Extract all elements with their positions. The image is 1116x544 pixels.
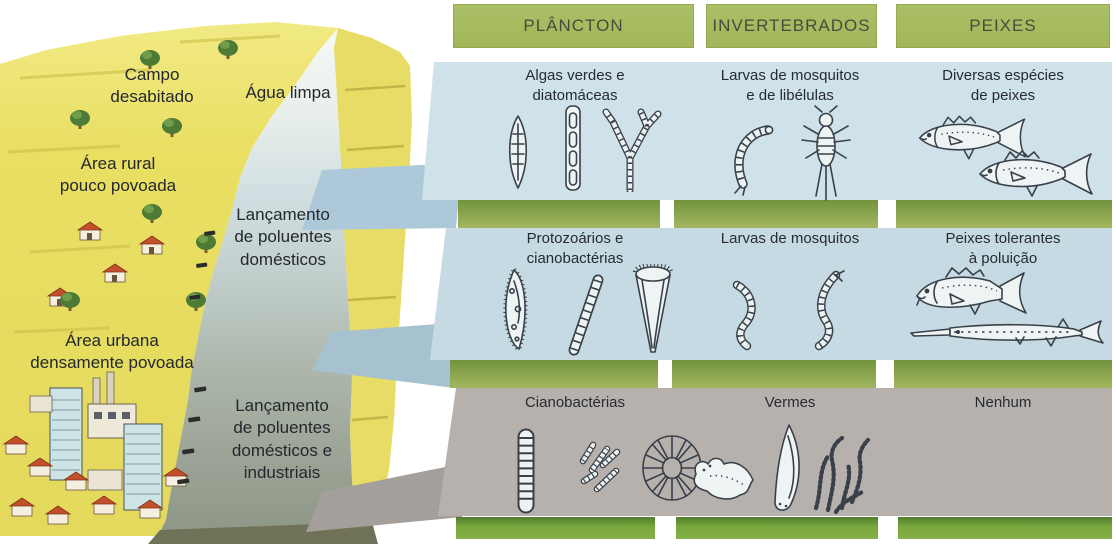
paramecium-icon <box>503 265 528 353</box>
river-label-poluentes-domesticos: Lançamento de poluentes domésticos <box>234 205 332 269</box>
separator-row1-row2-col1 <box>458 200 660 228</box>
zone-label-urbana: Área urbana densamente povoada <box>30 331 194 373</box>
bottom-strip-col2 <box>676 517 878 539</box>
filamentous-green-alga-icon <box>565 105 581 191</box>
zone-label-rural: Área rural pouco povoada <box>59 154 177 196</box>
flatworm-icon <box>693 457 754 500</box>
fish-icon <box>979 150 1093 197</box>
land-area <box>0 22 338 536</box>
column-header-invertebrados: INVERTEBRADOS <box>706 4 877 48</box>
cell-label-r3-peixes: Nenhum <box>974 394 1032 411</box>
leech-icon <box>774 424 800 511</box>
river <box>150 28 370 544</box>
river-label-agua-limpa: Água limpa <box>245 83 331 102</box>
cell-label-r2-invertebrados: Larvas de mosquitos <box>720 230 860 247</box>
tubifex-worms-icon <box>813 435 871 515</box>
river-right-bank <box>334 28 412 528</box>
cell-label-r1-invertebrados: Larvas de mosquitos e de libélulas <box>720 67 860 104</box>
midge-larva-icon <box>722 276 770 352</box>
separator-row2-row3-col2 <box>672 360 876 388</box>
separator-row1-row2-col3 <box>896 200 1112 228</box>
branched-green-alga-icon <box>600 108 664 192</box>
cyanobacteria-filament-icon <box>560 272 612 358</box>
separator-row1-row2-col2 <box>674 200 878 228</box>
field-streaks <box>7 34 281 334</box>
diatom-icon <box>509 115 527 189</box>
mosquito-larva-icon <box>722 120 774 196</box>
outfall-pipes <box>177 230 216 485</box>
bottom-strip-col1 <box>456 517 655 539</box>
rural-houses <box>46 221 166 307</box>
zone-label-campo: Campo desabitado <box>110 65 194 107</box>
gar-fish-icon <box>910 318 1104 347</box>
separator-row2-row3-col3 <box>894 360 1112 388</box>
urban-buildings <box>2 371 190 525</box>
dragonfly-larva-icon <box>801 105 851 201</box>
connector-domestic <box>312 322 464 388</box>
stentor-protozoan-icon <box>633 264 673 353</box>
cell-label-r1-peixes: Diversas espécies de peixes <box>942 67 1064 104</box>
cell-label-r3-invertebrados: Vermes <box>764 394 816 411</box>
bottom-strip-col3 <box>898 517 1112 539</box>
cell-label-r2-peixes: Peixes tolerantes à poluição <box>945 230 1061 267</box>
bacteria-rods-icon <box>572 436 628 508</box>
fish-icon <box>918 115 1027 160</box>
column-header-plancton: PLÂNCTON <box>453 4 694 48</box>
separator-row2-row3-col1 <box>450 360 658 388</box>
cell-label-r2-plancton: Protozoários e cianobactérias <box>526 230 624 267</box>
cell-label-r1-plancton: Algas verdes e diatomáceas <box>525 67 625 104</box>
cell-label-r3-plancton: Cianobactérias <box>524 394 626 411</box>
band-domestic-pollution <box>430 228 1112 360</box>
midge-larva-icon <box>792 270 845 352</box>
river-label-poluentes-industriais: Lançamento de poluentes domésticos e ind… <box>231 396 333 483</box>
connector-clean-water <box>302 163 462 230</box>
connector-industrial <box>306 462 470 532</box>
carp-icon <box>916 267 1027 315</box>
column-header-peixes: PEIXES <box>896 4 1110 48</box>
campo-trees <box>70 40 238 137</box>
oscillatoria-filament-icon <box>506 426 546 514</box>
